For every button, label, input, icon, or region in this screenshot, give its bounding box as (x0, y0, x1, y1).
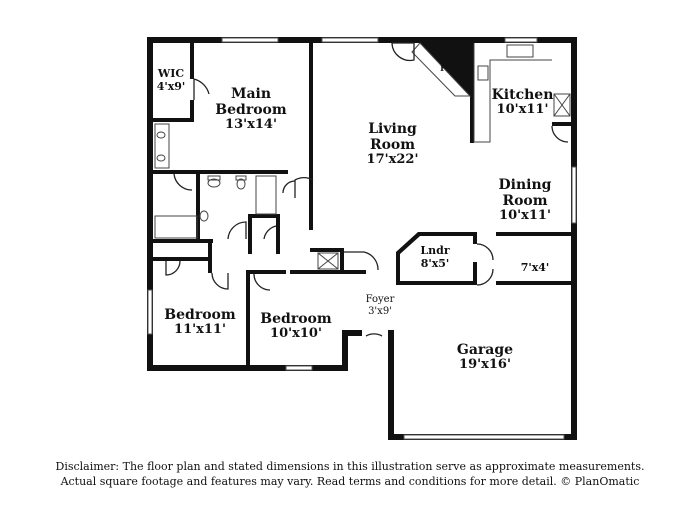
fireplace-text: FP (440, 63, 452, 73)
room-dims: 10'x10' (270, 326, 322, 342)
room-name: Bedroom (164, 307, 236, 323)
room-label-kitchen: Kitchen 10'x11' (490, 87, 555, 118)
room-label-dining-room: Dining Room 10'x11' (490, 177, 560, 224)
fireplace (411, 42, 472, 97)
room-name: Kitchen (491, 87, 554, 103)
room-dims: 13'x14' (225, 117, 277, 133)
room-dims: 8'x5' (420, 256, 450, 270)
room-name: Living Room (368, 121, 417, 154)
room-dims: 10'x11' (499, 208, 551, 224)
room-name: Bedroom (260, 311, 332, 327)
room-label-foyer: Foyer 3'x9' (360, 294, 400, 317)
room-label-bedroom-3: Bedroom 10'x10' (256, 311, 336, 342)
room-dims: 19'x16' (459, 357, 511, 373)
room-label-bedroom-2: Bedroom 11'x11' (160, 307, 240, 338)
bathroom-fixtures (154, 123, 277, 239)
room-name: WIC (157, 67, 185, 80)
kitchen-counters (473, 43, 571, 143)
closet-shelves (317, 252, 339, 270)
room-label-laundry: Lndr 8'x5' (410, 244, 460, 270)
fireplace-label: FP (436, 63, 456, 73)
room-label-main-bedroom: Main Bedroom 13'x14' (196, 86, 306, 133)
room-dims: 17'x22' (366, 152, 419, 168)
disclaimer-line-1: Disclaimer: The floor plan and stated di… (55, 460, 645, 473)
disclaimer-line-2: Actual square footage and features may v… (60, 475, 640, 488)
room-label-living-room: Living Room 17'x22' (355, 121, 430, 168)
room-dims: 10'x11' (496, 102, 549, 118)
room-label-garage: Garage 19'x16' (445, 342, 525, 373)
room-dims: 11'x11' (174, 322, 226, 338)
windows (147, 37, 577, 440)
room-label-storage: 7'x4' (515, 261, 555, 275)
room-name: Foyer (365, 294, 395, 305)
room-dims: 3'x9' (368, 305, 392, 317)
room-name: Garage (456, 342, 514, 358)
room-name: Main Bedroom (215, 86, 287, 119)
room-label-wic: WIC 4'x9' (150, 67, 192, 93)
room-dims: 4'x9' (156, 79, 186, 93)
room-name: Dining Room (498, 177, 552, 210)
interior-walls (153, 43, 571, 367)
door-swings (165, 42, 569, 337)
room-name: Lndr (420, 244, 450, 257)
room-dims: 7'x4' (520, 261, 550, 274)
